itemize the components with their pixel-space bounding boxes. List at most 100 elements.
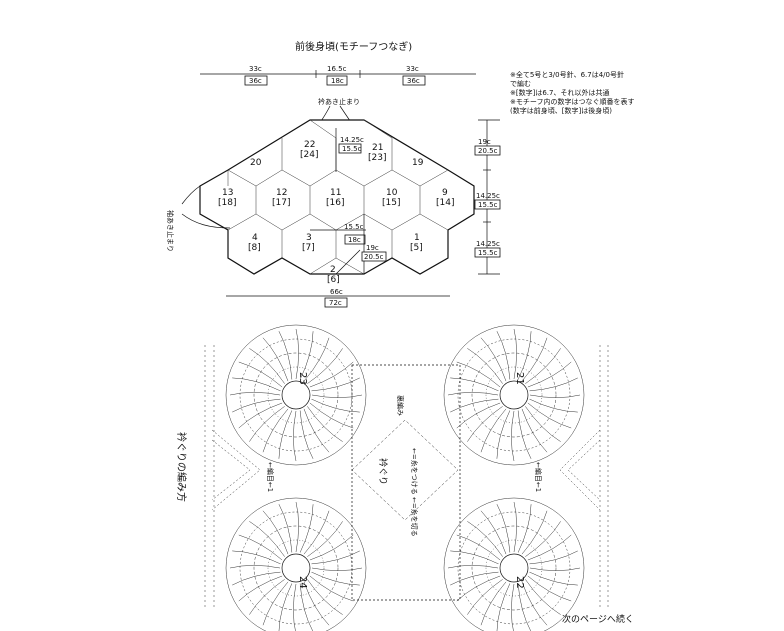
svg-text:18c: 18c	[348, 236, 361, 244]
doily-petal	[295, 501, 299, 553]
doily-petal	[527, 575, 572, 602]
doily-petal	[307, 406, 343, 442]
motif-12: 12	[276, 188, 287, 198]
doily-petal	[456, 361, 501, 388]
yarn-note: ←=糸をつける ←=糸を切る	[410, 448, 419, 537]
doily-petal	[496, 504, 511, 553]
motif-11: 11	[330, 188, 341, 198]
neck-stop-label: 衿あき止まり	[318, 97, 360, 106]
svg-text:36c: 36c	[249, 77, 262, 85]
right-dim-1: 19c 20.5c	[474, 138, 501, 156]
doily-petal	[525, 406, 561, 442]
neck-diamond	[351, 419, 459, 521]
doily-petal	[262, 408, 289, 453]
svg-text:[6]: [6]	[327, 275, 340, 285]
note-2: で編む	[510, 80, 531, 88]
doily-petal	[295, 328, 299, 380]
motif-4: 4	[252, 233, 258, 243]
right-lace-edge	[599, 345, 609, 610]
crochet-chart: 衿ぐりの編み方	[175, 324, 609, 631]
motif-2: 2	[330, 265, 336, 275]
doily-petal	[450, 571, 499, 586]
right-dim-2: 14.25c 15.5c	[474, 192, 501, 210]
doily-petal	[480, 337, 507, 382]
motif-labels: 22 [24] 21 [23] 20 19 13 [18] 12 [17] 11…	[218, 140, 454, 285]
doily-petal	[456, 402, 501, 429]
svg-text:15.5c: 15.5c	[344, 223, 364, 231]
doily-petal	[238, 575, 283, 602]
doily-petal	[311, 398, 360, 413]
svg-text:14.25c: 14.25c	[476, 192, 500, 200]
center-top-dim: 14.25c 15.5c	[335, 128, 364, 172]
doily-petal	[511, 410, 515, 462]
doily-petal	[456, 534, 501, 561]
svg-text:18c: 18c	[331, 77, 344, 85]
doily-petal	[480, 408, 507, 453]
doily-petal	[529, 567, 581, 571]
doily-petal	[521, 510, 548, 555]
doily-petal	[467, 348, 503, 384]
doily-petal	[307, 348, 343, 384]
svg-text:15.5c: 15.5c	[478, 201, 498, 209]
motif-13: 13	[222, 188, 233, 198]
doily-petal	[249, 579, 285, 615]
doily-petal	[513, 501, 517, 553]
svg-text:16.5c: 16.5c	[327, 65, 347, 73]
motif-22: 22	[304, 140, 315, 150]
motif-20: 20	[250, 158, 262, 168]
doily-petal	[293, 410, 297, 462]
lower-title: 衿ぐりの編み方	[175, 432, 188, 502]
doily-22	[443, 497, 585, 631]
left-lace-edge	[204, 345, 215, 610]
doily-21	[443, 324, 585, 466]
doily-petal	[238, 402, 283, 429]
svg-text:[8]: [8]	[248, 243, 261, 253]
doily-petal	[303, 408, 330, 453]
top-dim-left: 33c 36c	[244, 65, 268, 86]
doily-petal	[278, 331, 293, 380]
doily-petal	[299, 331, 314, 380]
doily-petal	[229, 565, 281, 569]
doily-petal	[480, 581, 507, 626]
svg-text:20.5c: 20.5c	[364, 253, 384, 261]
doily-petal	[311, 571, 360, 586]
motif-10: 10	[386, 188, 398, 198]
doily-petal	[521, 581, 548, 626]
top-dim-center: 16.5c 18c	[326, 65, 348, 86]
diagram-title: 前後身頃(モチーフつなぎ)	[295, 40, 412, 53]
doily-petal	[238, 361, 283, 388]
doily-petal	[309, 575, 354, 602]
doily-petal	[232, 571, 281, 586]
doily-petal	[238, 534, 283, 561]
doily-petal	[467, 521, 503, 557]
svg-text:33c: 33c	[406, 65, 419, 73]
doily-petal	[521, 408, 548, 453]
motif-19: 19	[412, 158, 424, 168]
left-side-note: ←編目←1	[266, 462, 275, 492]
svg-text:[17]: [17]	[272, 198, 290, 208]
doily-petal	[529, 571, 578, 586]
doily-petal	[307, 579, 343, 615]
doily-petal	[529, 394, 581, 398]
svg-text:15.5c: 15.5c	[342, 145, 362, 153]
doily-24	[225, 497, 367, 631]
doily-petal	[309, 534, 354, 561]
doily-petal	[311, 567, 363, 571]
doily-petal	[303, 337, 330, 382]
svg-text:72c: 72c	[329, 299, 342, 307]
doily-petal	[307, 521, 343, 557]
doily-petal	[511, 583, 515, 631]
svg-text:[24]: [24]	[300, 150, 318, 160]
svg-text:36c: 36c	[407, 77, 420, 85]
doily-petal	[299, 504, 314, 553]
notes-block: ※全て5号と3/0号針、6.7は4/0号針 で編む ※[数字]は6.7、それ以外…	[510, 71, 660, 116]
motif-21: 21	[372, 143, 383, 153]
bottom-dim: 66c 72c	[324, 288, 348, 308]
svg-text:[23]: [23]	[368, 153, 386, 163]
svg-text:14.25c: 14.25c	[476, 240, 500, 248]
doily-petal	[299, 410, 314, 459]
top-dim-right: 33c 36c	[402, 65, 426, 86]
doily-petal	[262, 510, 289, 555]
hex-grid	[227, 119, 449, 275]
